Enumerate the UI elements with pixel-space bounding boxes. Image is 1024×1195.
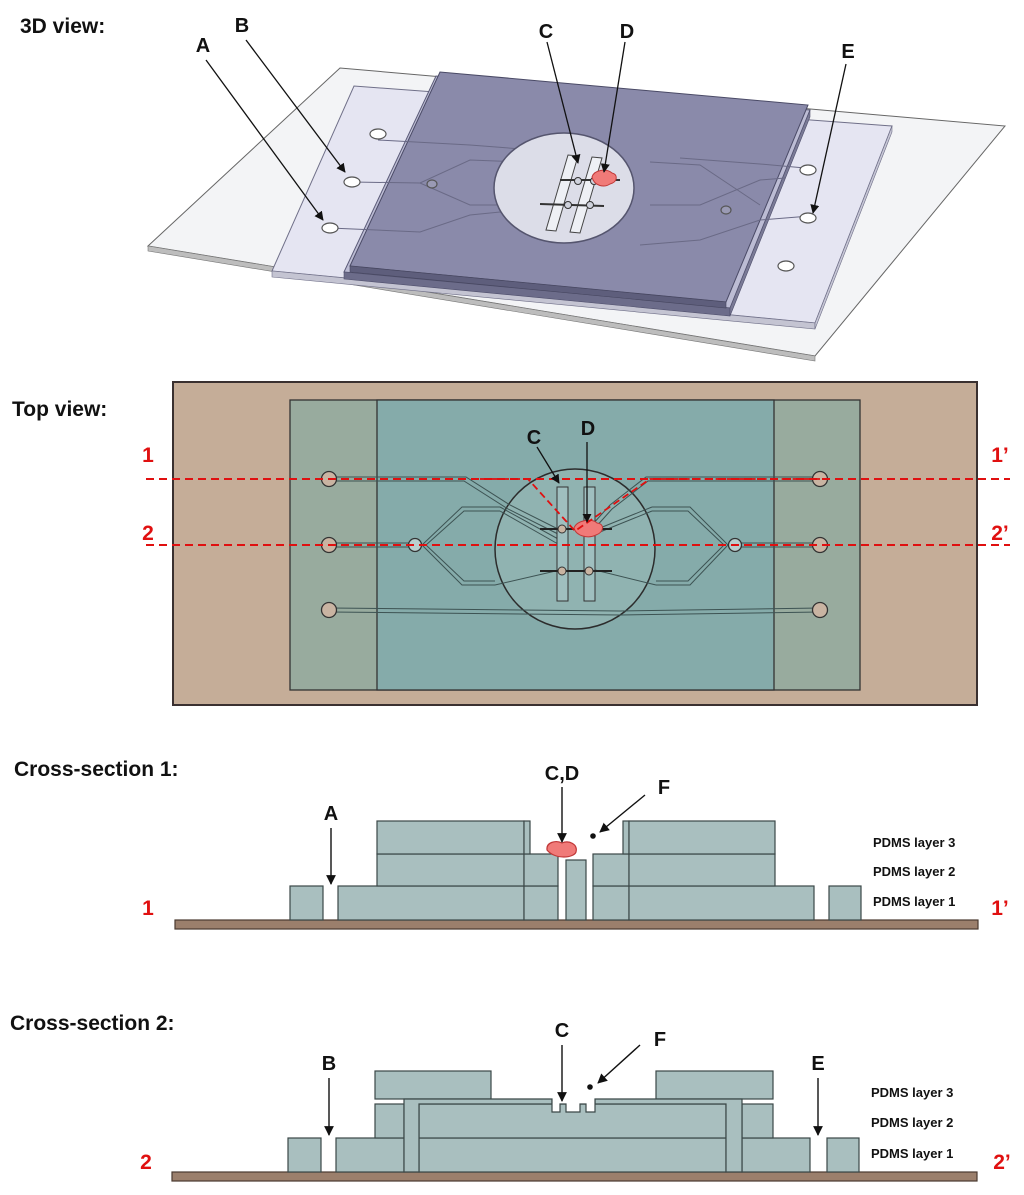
label-2-top: 2	[142, 522, 154, 545]
label-e-3d: E	[841, 41, 854, 63]
label-c-cs2: C	[555, 1020, 569, 1042]
cs1-layer1-left	[337, 885, 525, 921]
header-cross-section-1: Cross-section 1:	[14, 758, 179, 781]
cs2-layer1-center	[418, 1137, 727, 1173]
tissue-sample-cs1	[546, 841, 577, 858]
tissue-sample-3d	[591, 169, 617, 187]
cs1-layer3-left	[376, 820, 525, 855]
panel-cross-section-2	[171, 1070, 978, 1182]
cs2-layer1-left	[335, 1137, 405, 1173]
label-f-cs1: F	[658, 777, 670, 799]
label-layer3-cs1: PDMS layer 3	[873, 835, 955, 850]
callouts-3d	[205, 39, 847, 221]
label-a-cs1: A	[324, 803, 338, 825]
callouts-cs1	[326, 787, 646, 885]
label-layer2-cs2: PDMS layer 2	[871, 1115, 953, 1130]
central-well-top	[494, 468, 656, 630]
cs2-layer1-left-block	[287, 1137, 322, 1173]
label-c-top: C	[527, 427, 541, 449]
label-a-3d: A	[196, 35, 210, 57]
label-d-3d: D	[620, 21, 634, 43]
label-2p-cs2: 2’	[993, 1151, 1011, 1174]
header-cross-section-2: Cross-section 2:	[10, 1012, 175, 1035]
cut-lines	[146, 478, 1010, 546]
label-f-cs2: F	[654, 1029, 666, 1051]
inlet-holes-3d	[321, 128, 817, 272]
callouts-cs2	[324, 1044, 823, 1136]
cs1-layer1-right	[628, 885, 815, 921]
cs2-layer1-right-block	[826, 1137, 860, 1173]
label-b-3d: B	[235, 15, 249, 37]
label-2p-top: 2’	[991, 522, 1009, 545]
cs2-layer1-right	[741, 1137, 811, 1173]
glass-slide-cs1	[174, 919, 979, 930]
label-c-3d: C	[539, 21, 553, 43]
cs2-layer3-right	[655, 1070, 774, 1100]
label-layer2-cs1: PDMS layer 2	[873, 864, 955, 879]
label-1-top: 1	[142, 444, 154, 467]
label-e-cs2: E	[811, 1053, 824, 1075]
cs1-layer1-right-block	[828, 885, 862, 921]
panel-3d-view	[146, 67, 1006, 362]
label-1-cs1: 1	[142, 897, 154, 920]
label-layer1-cs1: PDMS layer 1	[873, 894, 955, 909]
label-1p-cs1: 1’	[991, 897, 1009, 920]
header-3d-view: 3D view:	[20, 15, 105, 38]
cs1-layer3-right	[628, 820, 776, 855]
header-top-view: Top view:	[12, 398, 107, 421]
panel-cross-section-1	[174, 820, 979, 930]
label-b-cs2: B	[322, 1053, 336, 1075]
label-layer1-cs2: PDMS layer 1	[871, 1146, 953, 1161]
cs1-layer1-left-block	[289, 885, 324, 921]
label-2-cs2: 2	[140, 1151, 152, 1174]
label-d-top: D	[581, 418, 595, 440]
label-1p-top: 1’	[991, 444, 1009, 467]
cs2-layer3-left	[374, 1070, 492, 1100]
glass-slide-cs2	[171, 1171, 978, 1182]
label-cd-cs1: C,D	[545, 763, 579, 785]
panel-top-view	[146, 381, 1010, 706]
cs1-layer2-right	[628, 853, 776, 887]
callouts-top	[536, 442, 592, 523]
cs1-layer2-left	[376, 853, 525, 887]
label-layer3-cs2: PDMS layer 3	[871, 1085, 953, 1100]
